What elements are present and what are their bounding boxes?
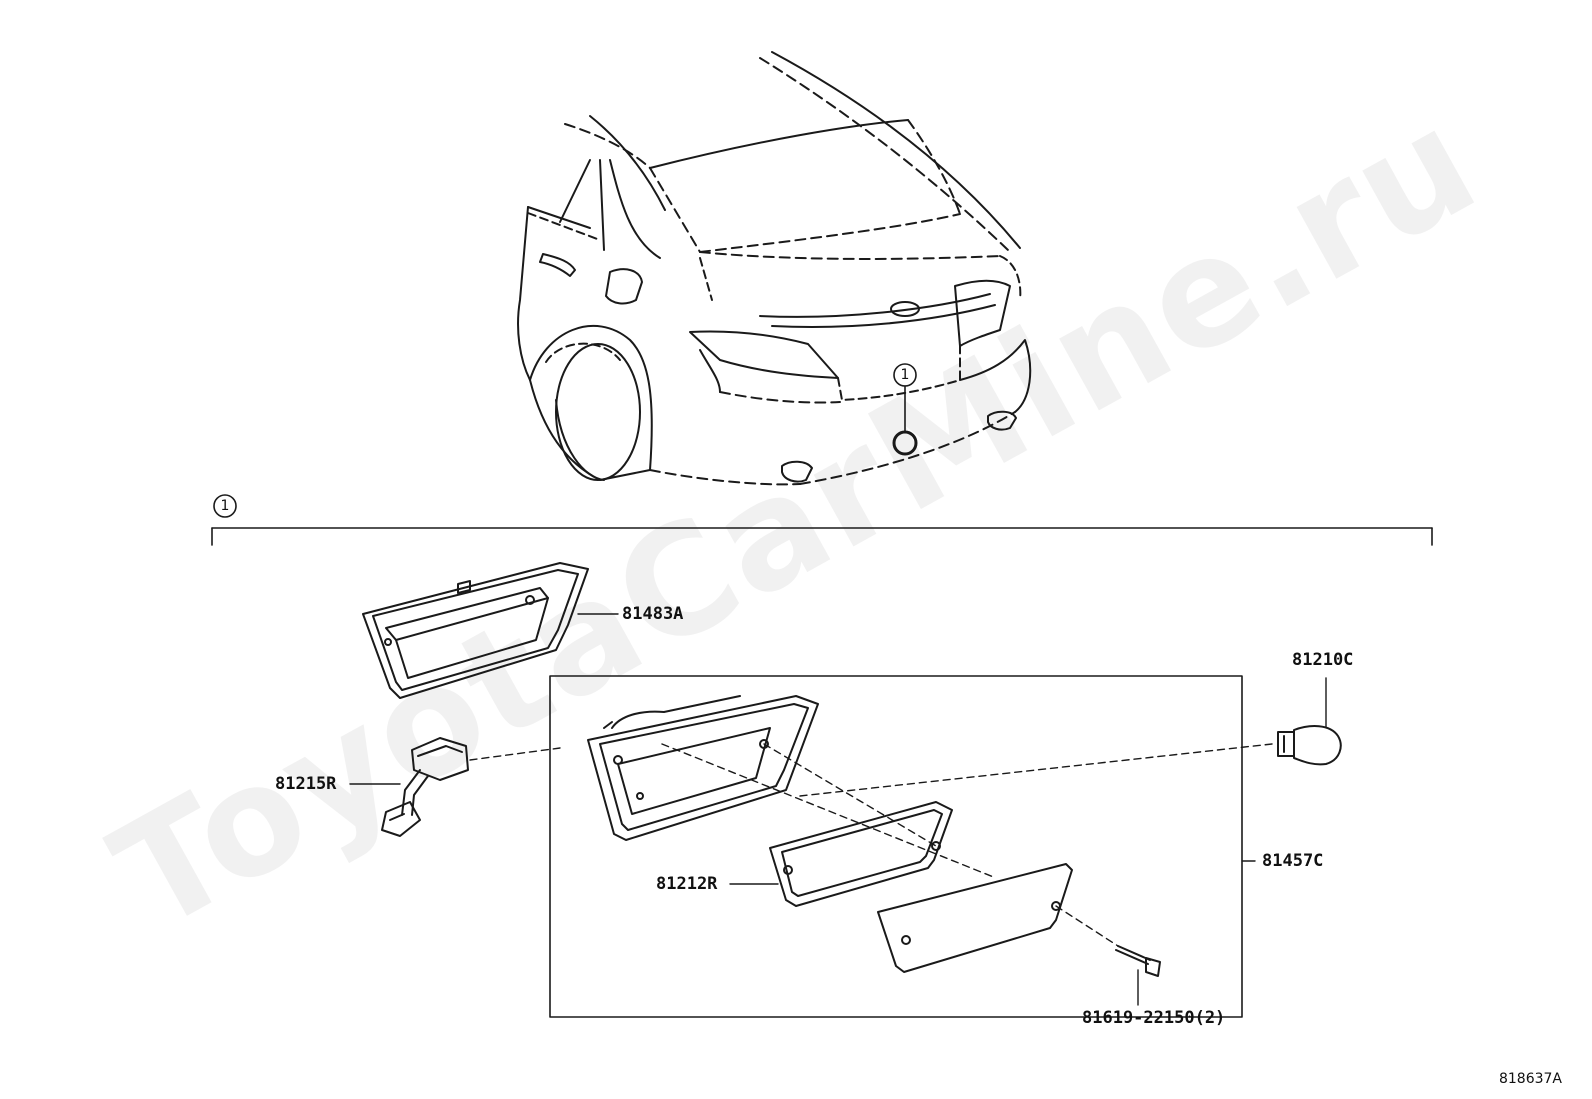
lamp-housing xyxy=(587,695,819,841)
part-81483A-frame xyxy=(362,562,619,699)
part-81215R-socket xyxy=(349,737,469,837)
group-bracket xyxy=(211,494,1433,546)
label-81619-22150[interactable]: 81619-22150(2) xyxy=(1082,1008,1226,1028)
part-81457C-box xyxy=(549,675,1256,1018)
lamp-lens xyxy=(877,863,1073,973)
label-81210C[interactable]: 81210C xyxy=(1292,650,1354,670)
label-81457C[interactable]: 81457C xyxy=(1262,851,1324,871)
part-81210C-bulb xyxy=(1277,677,1342,766)
callout-number: 1 xyxy=(900,367,910,383)
illustration-code: 818637A xyxy=(1498,1071,1562,1087)
label-81215R[interactable]: 81215R xyxy=(275,774,337,794)
label-81483A[interactable]: 81483A xyxy=(622,604,684,624)
car-rear-illustration xyxy=(517,51,1032,486)
assembly-leaders xyxy=(469,743,1273,947)
callout-marker xyxy=(892,363,918,456)
label-81212R[interactable]: 81212R xyxy=(656,874,718,894)
part-81619-screw xyxy=(1115,945,1161,1006)
group-number: 1 xyxy=(220,498,230,514)
part-81212R-gasket xyxy=(729,801,953,907)
